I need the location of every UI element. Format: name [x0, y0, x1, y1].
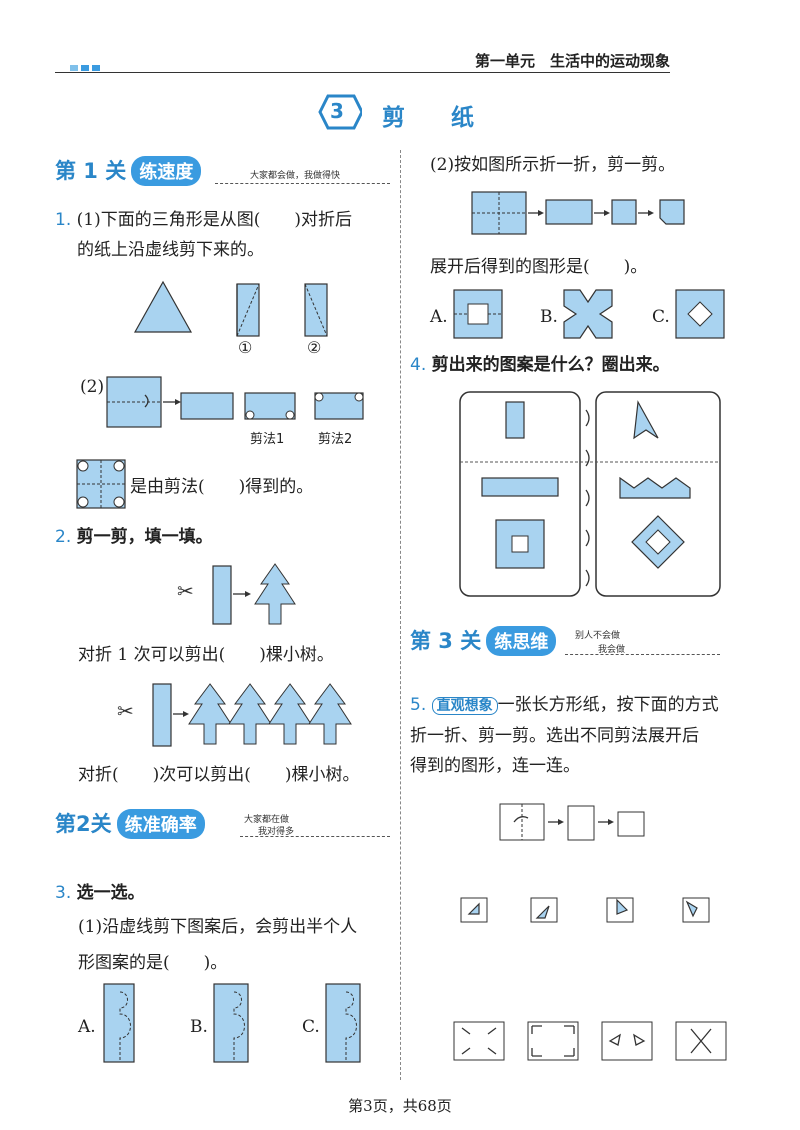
- q2-single-tree: ✂: [177, 563, 296, 625]
- q3-opt-c-figure: [325, 983, 361, 1063]
- q1-fold-sequence: [106, 376, 364, 428]
- q3-title: 选一选。: [76, 883, 145, 903]
- level3-badge: 练思维: [486, 626, 557, 656]
- lesson-badge: [318, 94, 362, 130]
- q2-title: 剪一剪，填一填。: [76, 527, 213, 547]
- q5-number: 5.: [410, 695, 427, 715]
- q3-opt2-c-figure: [675, 289, 725, 339]
- q1-text-c: 是由剪法( )得到的。: [130, 477, 314, 497]
- q5-tag: 直观想象: [431, 697, 498, 715]
- q1-number: 1.: [55, 210, 72, 230]
- q2-text-b: 对折( )次可以剪出( )棵小树。: [78, 765, 360, 785]
- q3-opt-b: B.: [190, 1017, 208, 1037]
- svg-text:✂: ✂: [117, 699, 134, 723]
- q3-opt2-a-figure: [453, 289, 503, 339]
- q2-heading: 2. 剪一剪，填一填。: [55, 522, 213, 552]
- level3-header: 第 3 关 练思维: [410, 625, 557, 656]
- level1-name: 第 1 关: [55, 159, 127, 183]
- level3-hint1: 别人不会做: [575, 631, 621, 641]
- q1-cut1-label: 剪法1: [250, 432, 285, 447]
- q3-text-c: 展开后得到的图形是( )。: [430, 257, 648, 277]
- q3-opt2-b: B.: [540, 307, 558, 327]
- svg-text:✂: ✂: [177, 579, 194, 603]
- q1-cut2-label: 剪法2: [318, 432, 353, 447]
- q5-block: 5. 直观想象一张长方形纸，按下面的方式 折一折、剪一剪。选出不同剪法展开后 得…: [410, 690, 750, 781]
- q1-part2: (2): [80, 377, 105, 397]
- level2-hint2: 我对得多: [258, 827, 295, 837]
- q1-figures-row1: [133, 280, 328, 337]
- header-rule: [55, 72, 670, 73]
- q3-opt-c: C.: [302, 1017, 320, 1037]
- q1-label-2: ②: [307, 338, 322, 357]
- q1-text-a: (1)下面的三角形是从图( )对折后: [76, 210, 352, 230]
- q3-opt2-c: C.: [652, 307, 670, 327]
- level1-badge: 练速度: [131, 156, 202, 186]
- level2-badge: 练准确率: [116, 809, 205, 839]
- q3-fold-sequence: [471, 191, 685, 235]
- unit-title: 第一单元 生活中的运动现象: [474, 52, 670, 70]
- q3-text-a: (1)沿虚线剪下图案后，会剪出半个人: [78, 917, 358, 937]
- q4-title: 剪出来的图案是什么？圈出来。: [431, 355, 670, 375]
- level2-hint1: 大家都在做: [244, 815, 290, 825]
- q3-text-b: 形图案的是( )。: [78, 953, 228, 973]
- page-number: 第3页，共68页: [348, 1097, 452, 1115]
- column-divider: [400, 150, 401, 1080]
- q3-opt-b-figure: [213, 983, 249, 1063]
- q5-result-options: [453, 1021, 727, 1061]
- level2-name: 第2关: [55, 812, 112, 836]
- q3-opt-a-figure: [103, 983, 135, 1063]
- level2-header: 第2关 练准确率: [55, 808, 205, 839]
- q5-text-c: 得到的图形，连一连。: [410, 756, 580, 776]
- q4-number: 4.: [410, 355, 427, 375]
- q3-opt2-a: A.: [430, 307, 448, 327]
- level1-header: 第 1 关 练速度: [55, 155, 202, 186]
- q2-multi-tree: ✂: [117, 683, 352, 747]
- q3-heading: 3. 选一选。: [55, 878, 145, 908]
- level3-name: 第 3 关: [410, 629, 482, 653]
- q4-heading: 4. 剪出来的图案是什么？圈出来。: [410, 350, 670, 380]
- lesson-number: 3: [330, 99, 344, 123]
- q3-part2: (2)按如图所示折一折，剪一剪。: [430, 155, 676, 175]
- header-marks: [70, 56, 100, 75]
- level1-hint: 大家都会做，我做得快: [250, 171, 341, 181]
- q5-text-b: 折一折、剪一剪。选出不同剪法展开后: [410, 726, 699, 746]
- q3-opt-a: A.: [78, 1017, 96, 1037]
- q3-number: 3.: [55, 883, 72, 903]
- q5-cut-options: [460, 897, 710, 923]
- level1-rule: [215, 183, 390, 184]
- q1-text-b: 的纸上沿虚线剪下来的。: [77, 240, 264, 260]
- q1-label-1: ①: [238, 338, 253, 357]
- q2-text-a: 对折 1 次可以剪出( )棵小树。: [78, 645, 334, 665]
- level3-rule: [565, 654, 720, 655]
- q3-opt2-b-figure: [563, 289, 613, 339]
- lesson-title: 剪 纸: [382, 105, 474, 131]
- q4-match-board: [459, 391, 721, 597]
- q5-fold-sequence: [499, 803, 645, 841]
- level3-hint2: 我会做: [598, 645, 626, 655]
- q2-number: 2.: [55, 527, 72, 547]
- q1-block: 1. (1)下面的三角形是从图( )对折后 的纸上沿虚线剪下来的。: [55, 205, 395, 265]
- q5-text-a: 一张长方形纸，按下面的方式: [497, 695, 719, 715]
- level2-rule: [240, 836, 390, 837]
- q1-result-square: [76, 459, 126, 509]
